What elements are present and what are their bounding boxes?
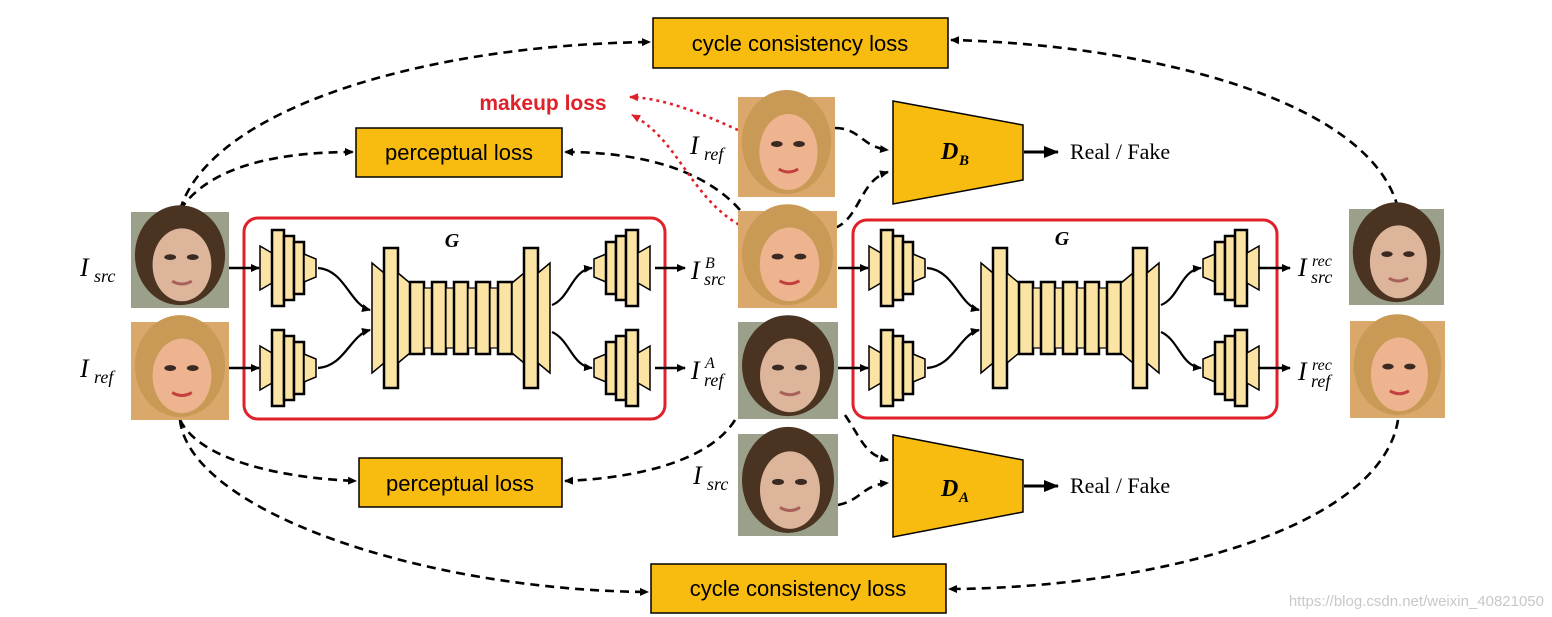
- DA-subscript: A: [958, 490, 969, 506]
- label-I-ref-rec: I rec ref: [1297, 357, 1333, 391]
- perceptual-loss-bottom-label: perceptual loss: [386, 471, 534, 496]
- discriminator-B: D B Real / Fake: [892, 100, 1170, 205]
- cycle-loss-bottom-label: cycle consistency loss: [690, 576, 906, 601]
- svg-text:rec: rec: [1312, 253, 1332, 270]
- generator-left-label: G: [445, 230, 460, 252]
- svg-text:I: I: [690, 256, 701, 285]
- label-I-ref-top: I ref: [689, 131, 726, 164]
- svg-text:I: I: [79, 354, 90, 383]
- connector-ref-to-perceptual-bottom: [178, 419, 357, 485]
- label-I-src-rec: I rec src: [1297, 253, 1332, 287]
- connector-src-to-DA: [837, 479, 889, 507]
- label-I-ref-left: I ref: [79, 354, 116, 387]
- cycle-loss-bottom-box: cycle consistency loss: [650, 563, 947, 614]
- connector-out-to-perceptual-bottom: [564, 419, 737, 485]
- svg-text:src: src: [707, 474, 728, 494]
- face-photo-ref: [1350, 314, 1445, 418]
- face-photo-src: [738, 315, 838, 419]
- svg-text:rec: rec: [1312, 357, 1332, 374]
- face-photo-src: [131, 205, 229, 308]
- svg-text:ref: ref: [1311, 371, 1333, 391]
- connector-out-to-perceptual-top: [564, 148, 741, 211]
- svg-text:I: I: [689, 131, 700, 160]
- connector-ref-to-makeup: [629, 93, 739, 132]
- real-fake-top: Real / Fake: [1070, 139, 1170, 164]
- connector-src-to-perceptual-top: [178, 148, 354, 211]
- watermark: https://blog.csdn.net/weixin_40821050: [1289, 593, 1544, 610]
- svg-text:I: I: [690, 356, 701, 385]
- connector-out-to-makeup: [631, 113, 746, 230]
- loss-connectors: [178, 36, 1400, 596]
- face-photo-ref: [738, 90, 835, 197]
- conv-block: [1202, 228, 1260, 308]
- face-photos: [131, 90, 1445, 536]
- generator-left-layers: [259, 228, 651, 408]
- bottleneck-block: [980, 246, 1160, 390]
- face-photo-ref: [131, 315, 229, 420]
- conv-block: [259, 328, 317, 408]
- face-photo-src: [738, 426, 838, 536]
- svg-text:src: src: [1311, 267, 1332, 287]
- discriminator-A: D A Real / Fake: [892, 434, 1170, 538]
- connector-ref-to-DB: [834, 126, 889, 154]
- svg-text:ref: ref: [704, 370, 726, 390]
- conv-block: [868, 228, 926, 308]
- svg-text:B: B: [705, 255, 715, 272]
- cycle-loss-top-label: cycle consistency loss: [692, 31, 908, 56]
- svg-text:I: I: [1297, 357, 1308, 386]
- DB-subscript: B: [958, 153, 969, 169]
- generator-left-frame: [242, 216, 667, 421]
- DB-letter: D: [940, 139, 958, 165]
- generator-right-frame: [851, 218, 1279, 420]
- DA-letter: D: [940, 476, 958, 502]
- label-I-src-bottom: I src: [692, 461, 728, 494]
- svg-text:I: I: [1297, 253, 1308, 282]
- perceptual-loss-top-label: perceptual loss: [385, 140, 533, 165]
- conv-block: [1202, 328, 1260, 408]
- connector-out-to-DB: [834, 170, 889, 230]
- svg-text:src: src: [704, 269, 725, 289]
- label-I-ref-A: I A ref: [690, 355, 726, 390]
- generator-right-label: G: [1055, 228, 1070, 250]
- connector-rec-to-cycle-top: [950, 36, 1400, 209]
- label-I-src-B: I B src: [690, 255, 725, 289]
- conv-block: [868, 328, 926, 408]
- face-photo-src: [1349, 202, 1444, 305]
- svg-text:A: A: [704, 355, 715, 372]
- label-I-src-left: I src: [79, 253, 115, 286]
- solid-arrows: [229, 264, 1291, 372]
- connector-ref-to-cycle-bottom: [178, 419, 649, 596]
- connector-out-to-DA: [843, 414, 889, 463]
- perceptual-loss-bottom-box: perceptual loss: [358, 457, 563, 508]
- connector-rec-to-cycle-bottom: [948, 419, 1400, 593]
- makeup-connectors: [629, 93, 746, 230]
- face-photo-ref: [738, 204, 837, 308]
- svg-text:I: I: [79, 253, 90, 282]
- svg-text:ref: ref: [94, 367, 116, 387]
- conv-block: [593, 228, 651, 308]
- svg-text:ref: ref: [704, 144, 726, 164]
- bottleneck-block: [371, 246, 551, 390]
- makeup-loss-label: makeup loss: [479, 92, 606, 115]
- connector-src-to-cycle-top: [178, 38, 651, 211]
- svg-text:src: src: [94, 266, 115, 286]
- svg-text:I: I: [692, 461, 703, 490]
- cycle-loss-top-box: cycle consistency loss: [652, 17, 949, 69]
- real-fake-bottom: Real / Fake: [1070, 473, 1170, 498]
- conv-block: [259, 228, 317, 308]
- perceptual-loss-top-box: perceptual loss: [355, 127, 563, 178]
- conv-block: [593, 328, 651, 408]
- generator-right-layers: [868, 228, 1260, 408]
